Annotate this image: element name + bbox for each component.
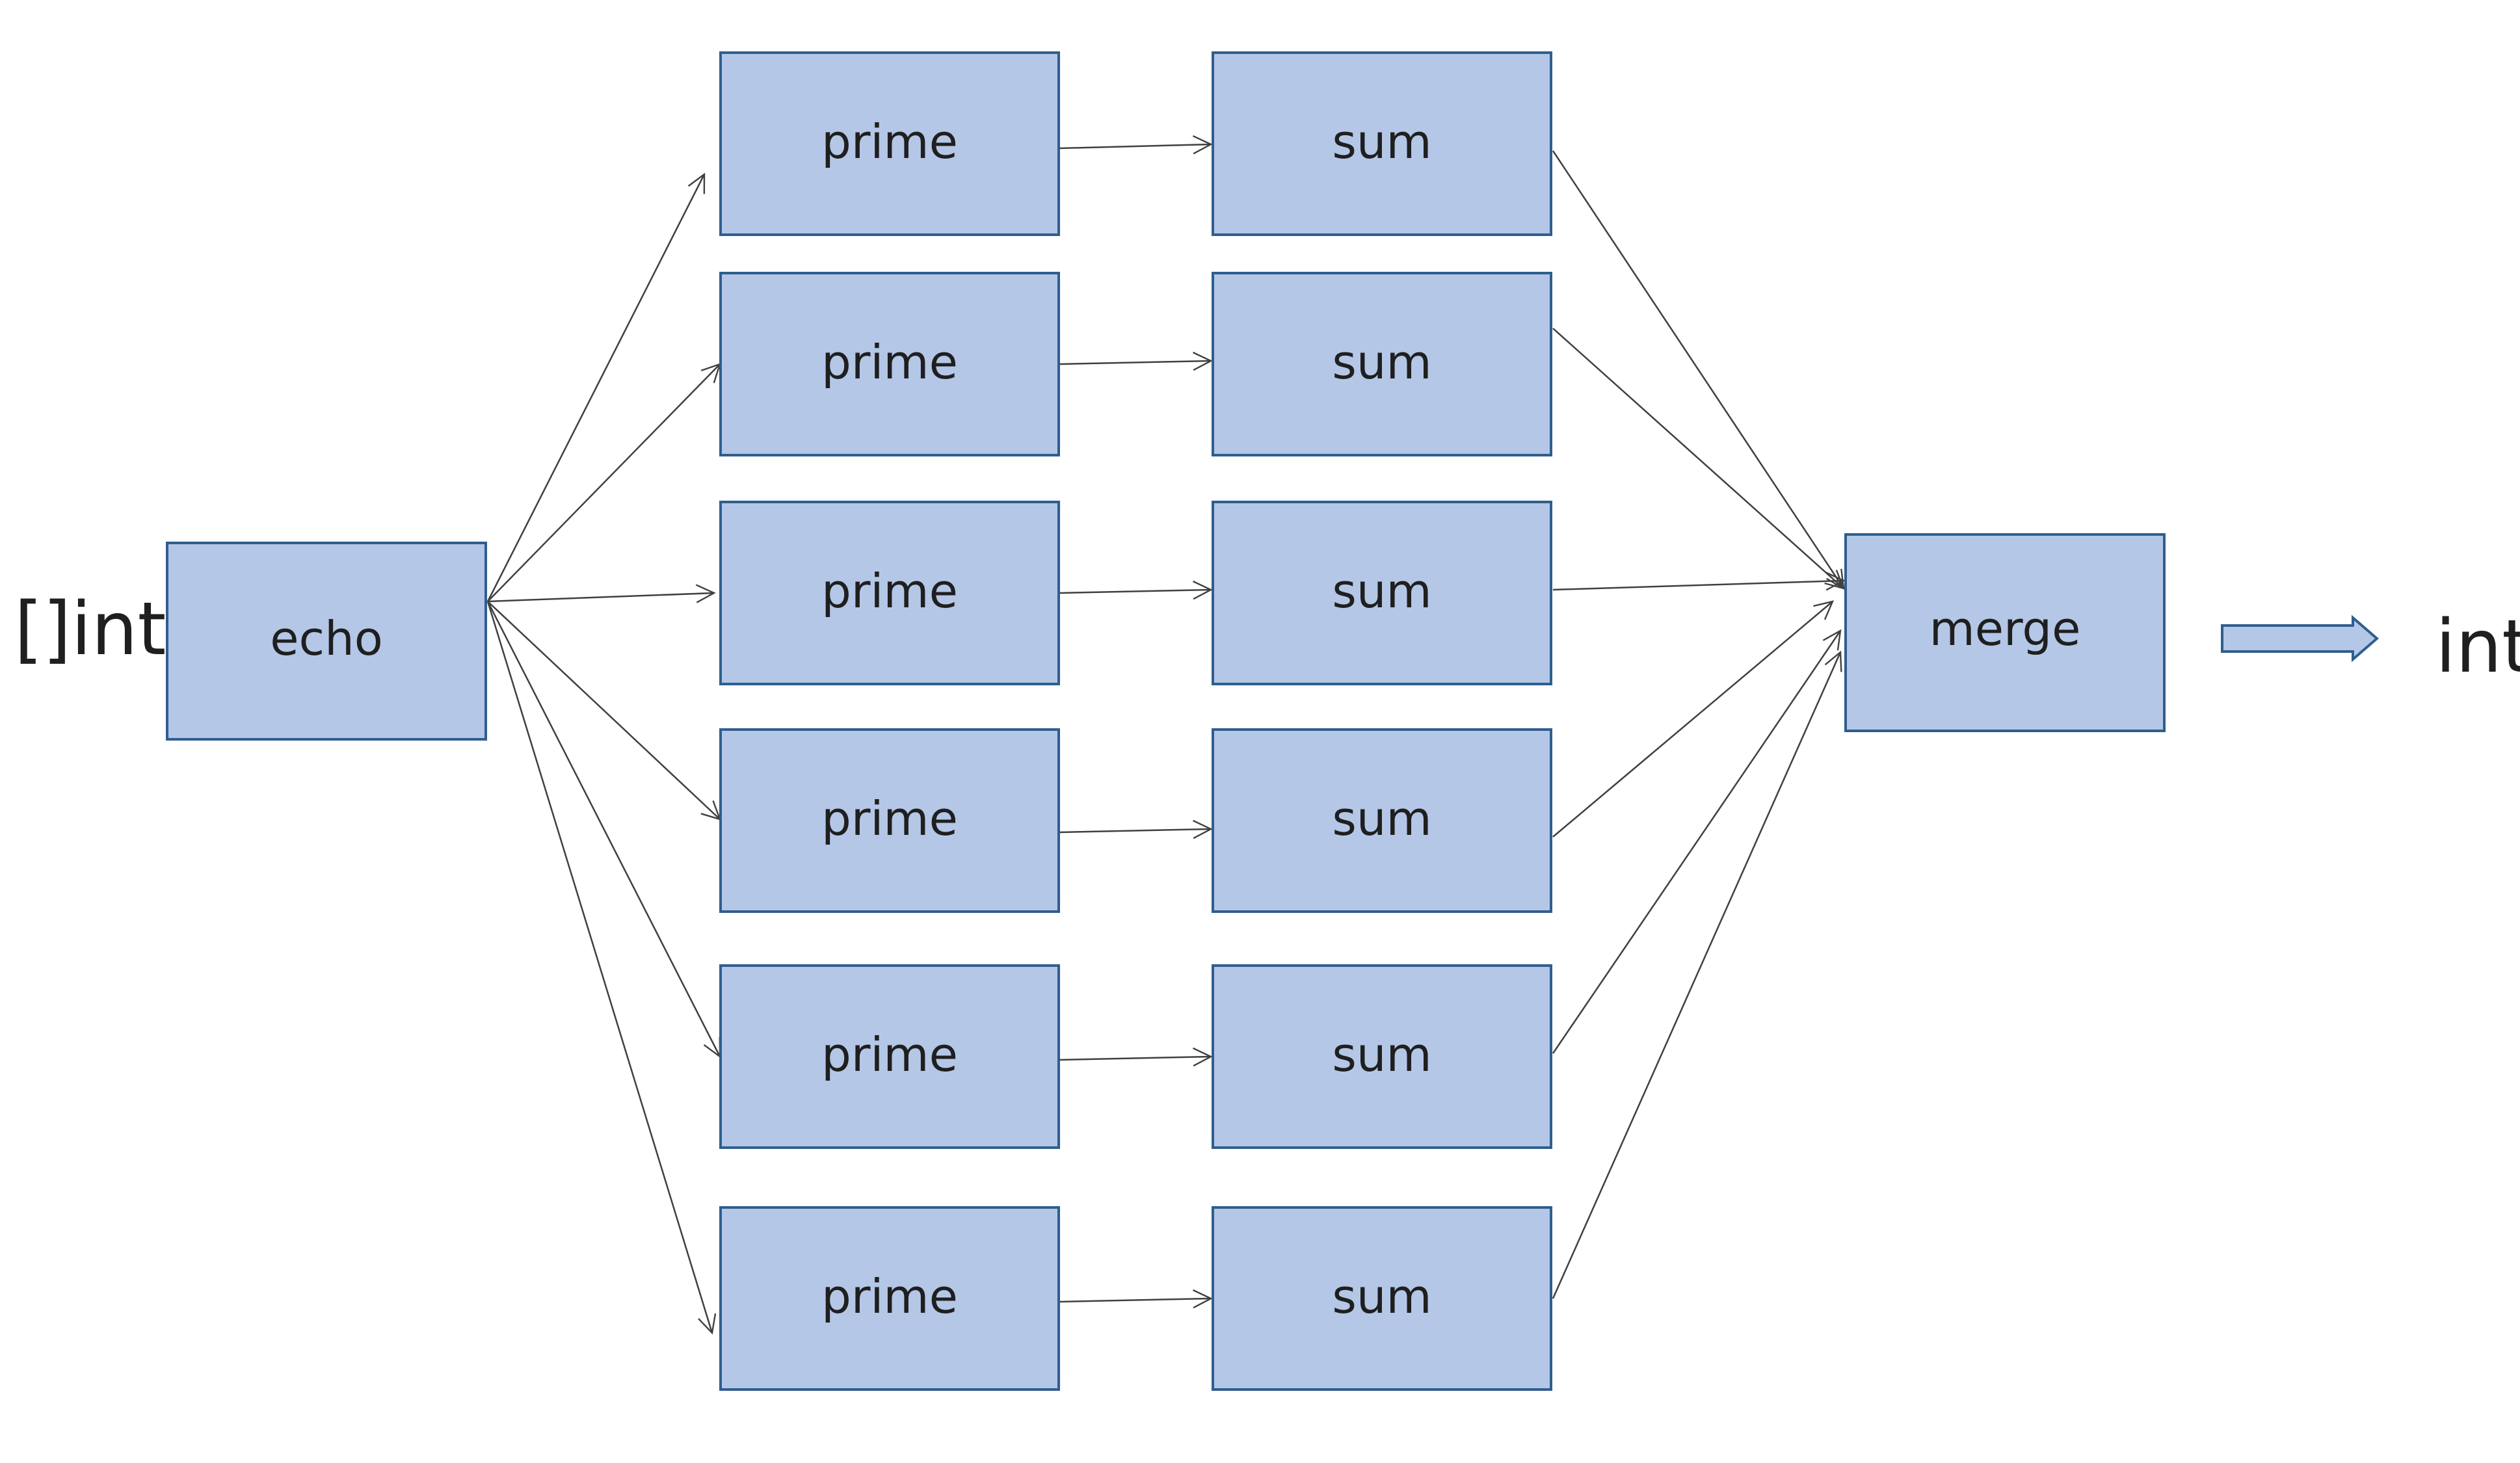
sum-label-4: sum bbox=[1332, 791, 1431, 846]
edge-prime-sum-1 bbox=[1059, 135, 1213, 155]
edge-prime-sum-2 bbox=[1059, 351, 1213, 371]
sum-label-6: sum bbox=[1332, 1269, 1431, 1324]
sum-node-1: sum bbox=[1212, 51, 1552, 236]
edge-prime-sum-3 bbox=[1059, 580, 1213, 600]
edge-echo-prime-1 bbox=[486, 172, 706, 602]
sum-to-merge-edges bbox=[1552, 150, 1846, 1299]
prime-node-6: prime bbox=[719, 1206, 1060, 1391]
sum-node-2: sum bbox=[1212, 272, 1552, 456]
sum-node-6: sum bbox=[1212, 1206, 1552, 1391]
prime-node-4: prime bbox=[719, 728, 1060, 913]
input-type-label: []int bbox=[14, 587, 166, 672]
prime-node-2: prime bbox=[719, 272, 1060, 456]
prime-label-5: prime bbox=[821, 1027, 958, 1082]
prime-label-2: prime bbox=[821, 335, 958, 389]
output-arrow-icon bbox=[2221, 614, 2380, 663]
edge-prime-sum-6 bbox=[1059, 1289, 1213, 1309]
edge-echo-prime-2 bbox=[487, 363, 721, 602]
merge-node: merge bbox=[1844, 533, 2166, 732]
echo-node: echo bbox=[166, 542, 487, 741]
edge-sum-merge-3 bbox=[1552, 572, 1846, 591]
prime-label-4: prime bbox=[821, 791, 958, 846]
prime-node-3: prime bbox=[719, 501, 1060, 685]
edge-echo-prime-6 bbox=[486, 601, 717, 1335]
edge-sum-merge-6 bbox=[1552, 650, 1842, 1299]
edge-echo-prime-4 bbox=[487, 601, 721, 821]
sum-label-3: sum bbox=[1332, 564, 1431, 618]
sum-label-1: sum bbox=[1332, 114, 1431, 169]
echo-to-prime-edges bbox=[486, 172, 721, 1335]
sum-label-5: sum bbox=[1332, 1027, 1431, 1082]
edge-sum-merge-1 bbox=[1552, 150, 1845, 590]
edge-sum-merge-2 bbox=[1552, 328, 1845, 590]
prime-label-3: prime bbox=[821, 564, 958, 618]
prime-nodes: prime prime prime prime prime prime bbox=[719, 51, 1060, 1391]
sum-label-2: sum bbox=[1332, 335, 1431, 389]
sum-node-3: sum bbox=[1212, 501, 1552, 685]
output-type-label: int bbox=[2435, 605, 2520, 689]
sum-node-5: sum bbox=[1212, 964, 1552, 1149]
prime-label-6: prime bbox=[821, 1269, 958, 1324]
sum-nodes: sum sum sum sum sum sum bbox=[1212, 51, 1552, 1391]
merge-label: merge bbox=[1930, 601, 2081, 656]
edge-echo-prime-5 bbox=[486, 601, 721, 1059]
edge-echo-prime-3 bbox=[487, 584, 716, 603]
prime-node-5: prime bbox=[719, 964, 1060, 1149]
edge-sum-merge-4 bbox=[1552, 600, 1835, 837]
echo-label: echo bbox=[270, 611, 383, 666]
edge-prime-sum-4 bbox=[1059, 819, 1213, 839]
prime-label-1: prime bbox=[821, 114, 958, 169]
sum-node-4: sum bbox=[1212, 728, 1552, 913]
edge-sum-merge-5 bbox=[1552, 629, 1842, 1054]
prime-node-1: prime bbox=[719, 51, 1060, 236]
edge-prime-sum-5 bbox=[1059, 1047, 1213, 1067]
prime-to-sum-edges bbox=[1059, 135, 1213, 1309]
